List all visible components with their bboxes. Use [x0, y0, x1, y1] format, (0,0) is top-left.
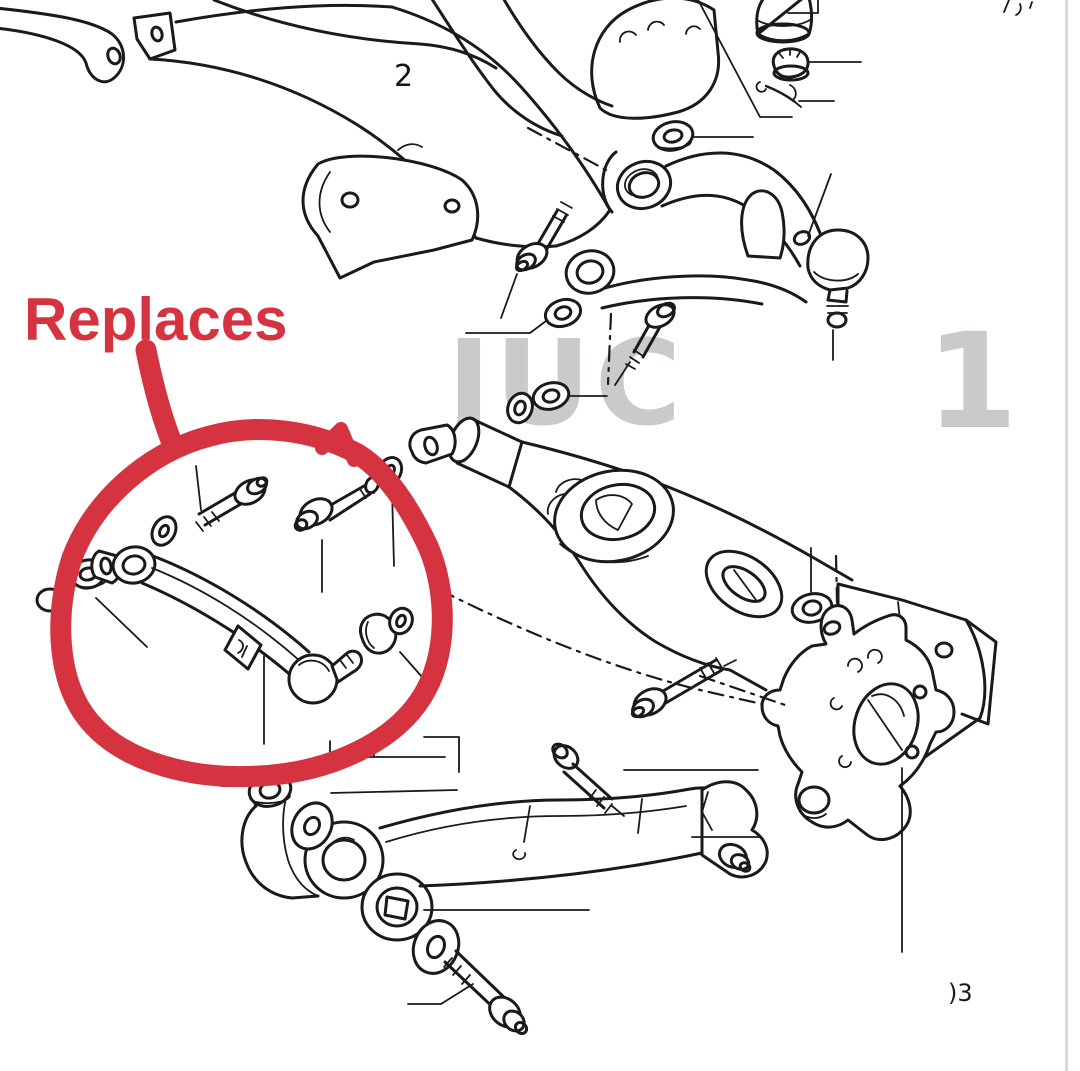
- ball-joint-stud: [826, 288, 849, 304]
- knuckle-drawing: [698, 604, 956, 953]
- ball-joint-leader: [807, 173, 832, 237]
- flange-nut: [531, 381, 571, 411]
- bolt: [656, 658, 724, 706]
- red-annotation: [50, 339, 453, 788]
- balljoint-hardware-drawing: [755, 0, 862, 108]
- watermark: JUC 1: [440, 305, 1018, 459]
- dust-cover-leader: [787, 0, 819, 14]
- bushing: [408, 423, 457, 465]
- ball-socket-end: [287, 653, 339, 705]
- trailing-arm-drawing: [220, 740, 769, 1035]
- annotation-label: Replaces: [24, 286, 288, 353]
- cotter-pin: [755, 81, 767, 93]
- flange-nut: [543, 297, 583, 329]
- callout-2: 2: [394, 59, 413, 94]
- washer: [388, 606, 414, 636]
- washer: [150, 515, 178, 547]
- red-circle: [50, 419, 453, 788]
- upper-control-arm-drawing: [564, 150, 870, 361]
- bolt: [443, 957, 471, 985]
- watermark-text-right: 1: [926, 305, 1018, 459]
- link-rod: [151, 554, 311, 654]
- upper-arm-hardware-drawing: [465, 120, 754, 425]
- flange-nut: [651, 120, 695, 152]
- spring-seat-ring: [553, 468, 675, 564]
- line-art: 2: [0, 0, 1033, 1035]
- red-arrow-tail: [135, 339, 185, 459]
- link-stud: [330, 649, 363, 684]
- washer: [290, 801, 334, 851]
- bolt: [197, 488, 248, 527]
- dust-cover: [755, 0, 813, 43]
- corner-marks: [1003, 0, 1033, 16]
- link-eye: [111, 545, 157, 585]
- lateral-link-drawing: [35, 423, 457, 745]
- page-number-fragment: )3: [948, 979, 973, 1007]
- ball-joint-boot: [806, 228, 870, 292]
- red-circle-kink: [315, 422, 361, 467]
- subframe-drawing: 2: [0, 0, 1033, 280]
- washer: [506, 391, 534, 425]
- washer: [411, 919, 461, 975]
- subframe-leader-line: [697, 0, 793, 118]
